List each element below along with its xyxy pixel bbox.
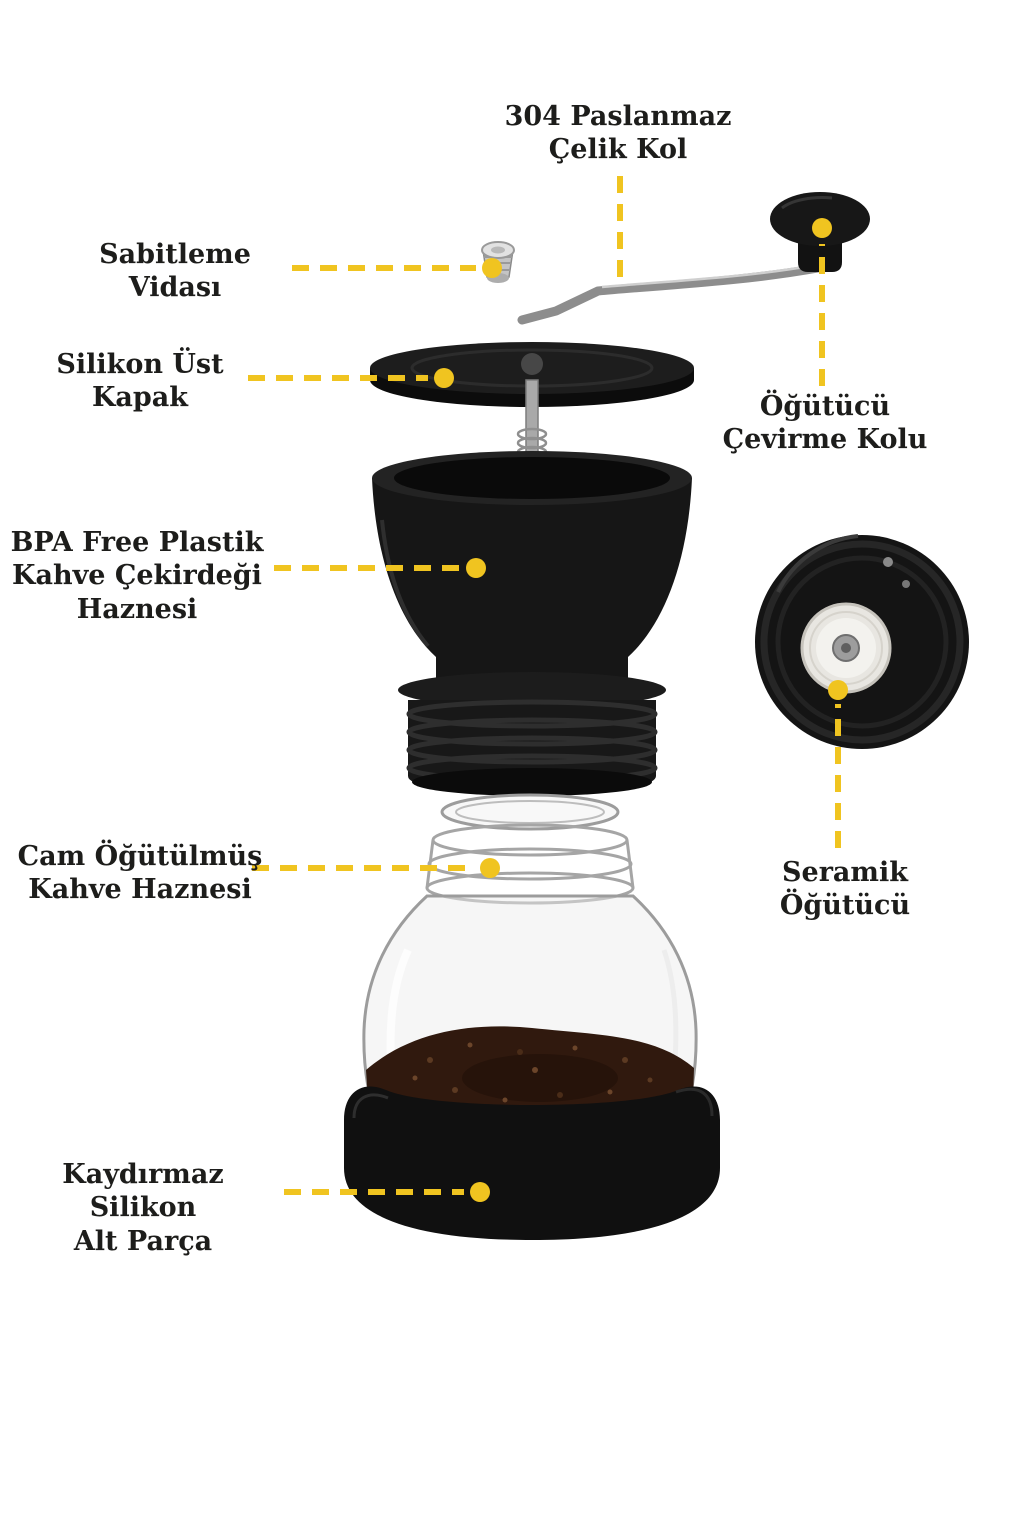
dot-glass-jar [480,858,500,878]
crank-handle-illustration [517,192,870,325]
label-silicone-base: Kaydırmaz Silikon Alt Parça [62,1159,224,1257]
label-bean-hopper: BPA Free Plastik Kahve Çekirdeği Haznesi [10,527,264,625]
dot-bean-hopper [466,558,486,578]
leader-dots [434,218,848,1202]
label-ceramic-burr: Seramik Öğütücü [779,857,911,922]
label-steel-handle: 304 Paslanmaz Çelik Kol [504,101,732,166]
dot-ceramic-burr [828,680,848,700]
dot-crank-handle [812,218,832,238]
ceramic-burr-illustration [755,534,969,749]
bean-hopper-illustration [372,451,692,796]
label-fixing-screw: Sabitleme Vidası [99,239,251,304]
label-glass-jar: Cam Öğütülmüş Kahve Haznesi [17,841,263,906]
leader-lines [248,176,841,1195]
dot-fixing-screw [482,258,502,278]
dot-silicone-base [470,1182,490,1202]
silicone-base-illustration [344,1086,720,1240]
fixing-screw-illustration [481,241,515,283]
label-silicone-lid: Silikon Üst Kapak [56,349,224,414]
label-crank-handle: Öğütücü Çevirme Kolu [722,391,928,456]
dot-silicone-lid [434,368,454,388]
